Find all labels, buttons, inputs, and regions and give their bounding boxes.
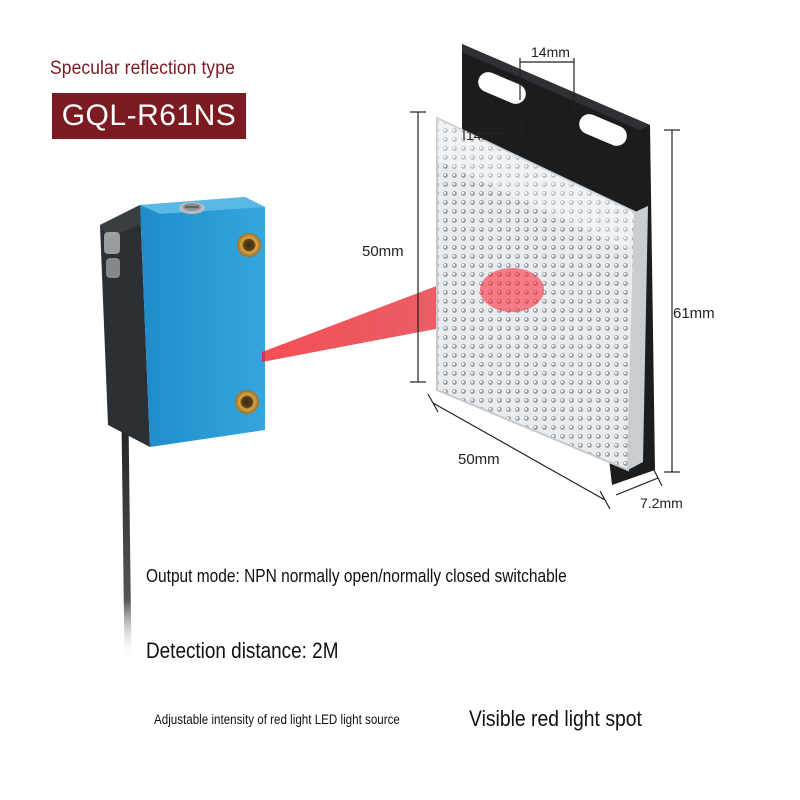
feature-output-mode: Output mode: NPN normally open/normally … [146, 566, 567, 586]
dim-top-slot-spacing: 14mm [531, 44, 570, 60]
feature-detection-distance: Detection distance: 2M [146, 638, 339, 663]
dim-depth: 7.2mm [640, 495, 683, 511]
dim-width-bottom: 50mm [458, 451, 500, 468]
feature-light-intensity: Adjustable intensity of red light LED li… [154, 712, 400, 727]
model-badge: GQL-R61NS [52, 93, 246, 139]
photoelectric-sensor [100, 197, 265, 447]
sensor-cable [121, 416, 132, 664]
dim-inner-slot-spacing: 14mm [466, 127, 505, 143]
dimension-lines [410, 58, 680, 510]
dim-height-right: 61mm [673, 305, 715, 322]
product-type-label: Specular reflection type [50, 58, 235, 79]
dim-height-left: 50mm [362, 243, 404, 260]
feature-red-light-spot: Visible red light spot [469, 706, 642, 731]
reflector-plate [436, 44, 655, 485]
